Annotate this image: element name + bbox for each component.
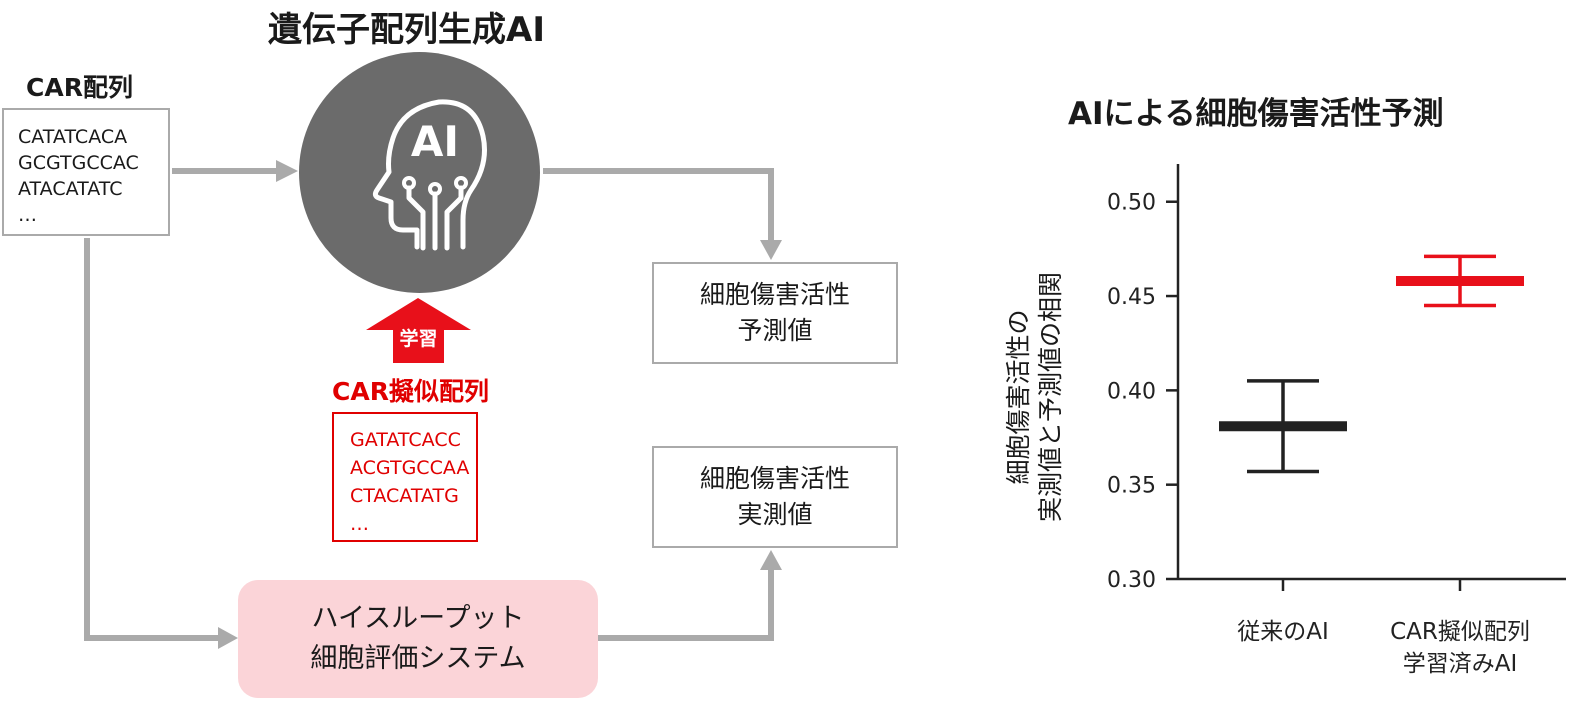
arrow-system-to-measured [598, 568, 774, 641]
ai-icon-text: AI [411, 117, 459, 166]
predicted-value-box: 細胞傷害活性 予測値 [652, 262, 898, 364]
box-line: 予測値 [737, 316, 813, 345]
sequence-line: ACGTGCCAA [350, 457, 470, 479]
sequence-line: … [18, 204, 37, 226]
ai-circle [299, 52, 540, 293]
measured-value-box: 細胞傷害活性 実測値 [652, 446, 898, 548]
box-line: 細胞傷害活性 [699, 280, 850, 309]
x-tick-label: 学習済みAI [1403, 651, 1518, 677]
flow-arrows [84, 160, 782, 649]
arrowhead-up-measured [760, 550, 782, 570]
y-tick-label: 0.40 [1107, 379, 1156, 404]
pseudo-sequence-box: GATATCACC ACGTGCCAA CTACATATG … [332, 412, 478, 542]
box-line: 細胞評価システム [310, 643, 526, 674]
evaluation-system-box: ハイスループット 細胞評価システム [238, 580, 598, 698]
box-line: ハイスループット [311, 603, 525, 634]
y-tick-label: 0.30 [1107, 568, 1156, 593]
sequence-line: CATATCACA [18, 126, 128, 148]
ai-head-icon: AI [372, 99, 487, 251]
sequence-line: GCGTGCCAC [18, 152, 139, 174]
sequence-line: CTACATATG [350, 485, 459, 507]
y-tick-label: 0.50 [1107, 191, 1156, 216]
arrowhead-right-system [218, 627, 238, 649]
car-sequence-label: CAR配列 [26, 73, 133, 102]
box-line: 細胞傷害活性 [699, 464, 850, 493]
sequence-line: GATATCACC [350, 429, 461, 451]
chart-title: AIによる細胞傷害活性予測 [1068, 96, 1444, 132]
pseudo-sequence-label: CAR擬似配列 [332, 377, 489, 406]
learning-arrow [366, 298, 471, 363]
learning-label: 学習 [399, 328, 438, 350]
arrowhead-right-ai [276, 160, 298, 182]
arrow-seq-to-system [84, 238, 220, 641]
sequence-line: ATACATATC [18, 178, 123, 200]
x-tick-label: CAR擬似配列 [1390, 619, 1530, 645]
box-line: 実測値 [737, 500, 813, 529]
x-tick-label: 従来のAI [1237, 619, 1329, 645]
arrow-ai-to-predicted [543, 168, 774, 242]
car-sequence-box: CATATCACA GCGTGCCAC ATACATATC … [2, 108, 170, 236]
diagram-title: 遺伝子配列生成AI [268, 10, 545, 50]
sequence-line: … [350, 513, 369, 535]
y-tick-label: 0.35 [1107, 474, 1156, 499]
arrowhead-down-predicted [760, 240, 782, 260]
y-axis-label-line: 細胞傷害活性の [1004, 309, 1033, 485]
y-tick-label: 0.45 [1107, 285, 1156, 310]
